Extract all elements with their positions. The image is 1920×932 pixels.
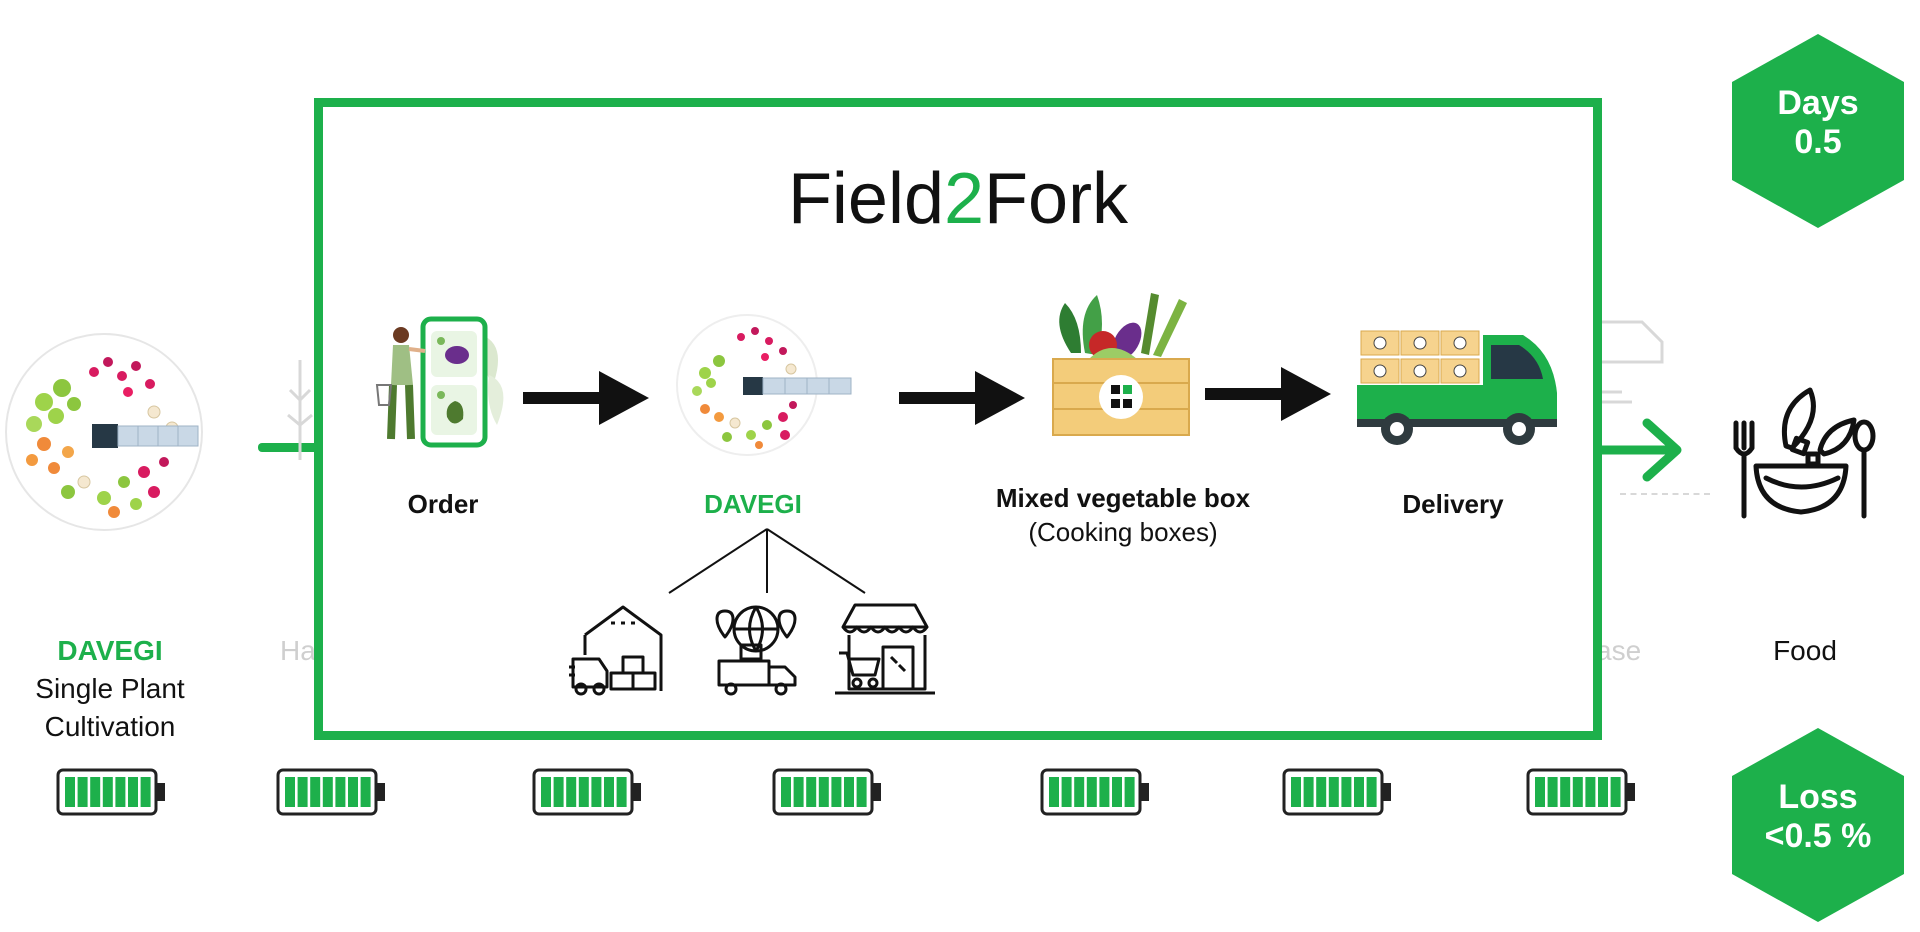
harvest-icon (287, 360, 313, 460)
logistics-globe-icon (715, 605, 797, 696)
field2fork-panel: Field2Fork Order DAVEGI (314, 98, 1602, 740)
arrow-box-to-delivery (1205, 367, 1331, 421)
days-badge-title: Days (1777, 84, 1859, 122)
title-field: Field (787, 159, 944, 239)
step-box-sublabel: (Cooking boxes) (1028, 517, 1218, 547)
davegi-branch-lines (668, 528, 866, 594)
battery-icon (56, 768, 165, 816)
battery-icon (1526, 768, 1635, 816)
title-fork: Fork (984, 159, 1129, 239)
vegetable-crate-icon (1052, 293, 1190, 436)
delivery-truck-icon (1357, 330, 1557, 445)
dashed-line (1620, 493, 1710, 495)
stage-faint-left-label: Ha (280, 635, 316, 666)
warehouse-icon (569, 605, 663, 696)
stage-faint-right-label: ase (1596, 635, 1642, 666)
loss-badge-value: <0.5 % (1764, 817, 1872, 856)
market-store-icon (835, 603, 935, 695)
battery-icon (1040, 768, 1149, 816)
step-box-label: Mixed vegetable box (995, 483, 1251, 513)
title-two: 2 (944, 159, 985, 239)
battery-icon (276, 768, 385, 816)
phone-shopping-icon (375, 316, 504, 448)
arrow-davegi-to-box (899, 371, 1025, 425)
stage-davegi-title: DAVEGI (57, 635, 163, 666)
stage-davegi-line2: Cultivation (44, 711, 176, 742)
battery-icon (772, 768, 881, 816)
flow-arrow-right (1592, 418, 1682, 482)
field-plot-icon (5, 333, 203, 531)
faint-truck-icon (1592, 320, 1664, 404)
salad-bowl-icon (1733, 387, 1876, 519)
arrow-order-to-davegi (523, 371, 649, 425)
panel-title: Field2Fork (323, 159, 1593, 239)
field-plot-icon (676, 314, 852, 456)
battery-icon (532, 768, 641, 816)
step-order-label: Order (407, 489, 479, 519)
loss-hexagon (1732, 728, 1904, 922)
loss-badge-title: Loss (1778, 778, 1858, 816)
stage-davegi-line1: Single Plant (35, 673, 185, 704)
step-davegi-label: DAVEGI (704, 489, 802, 519)
flow-line-left (258, 443, 318, 452)
stage-food-label: Food (1773, 635, 1837, 666)
days-hexagon (1732, 34, 1904, 228)
step-delivery-label: Delivery (1402, 489, 1504, 519)
days-badge-value: 0.5 (1794, 123, 1842, 162)
battery-icon (1282, 768, 1391, 816)
